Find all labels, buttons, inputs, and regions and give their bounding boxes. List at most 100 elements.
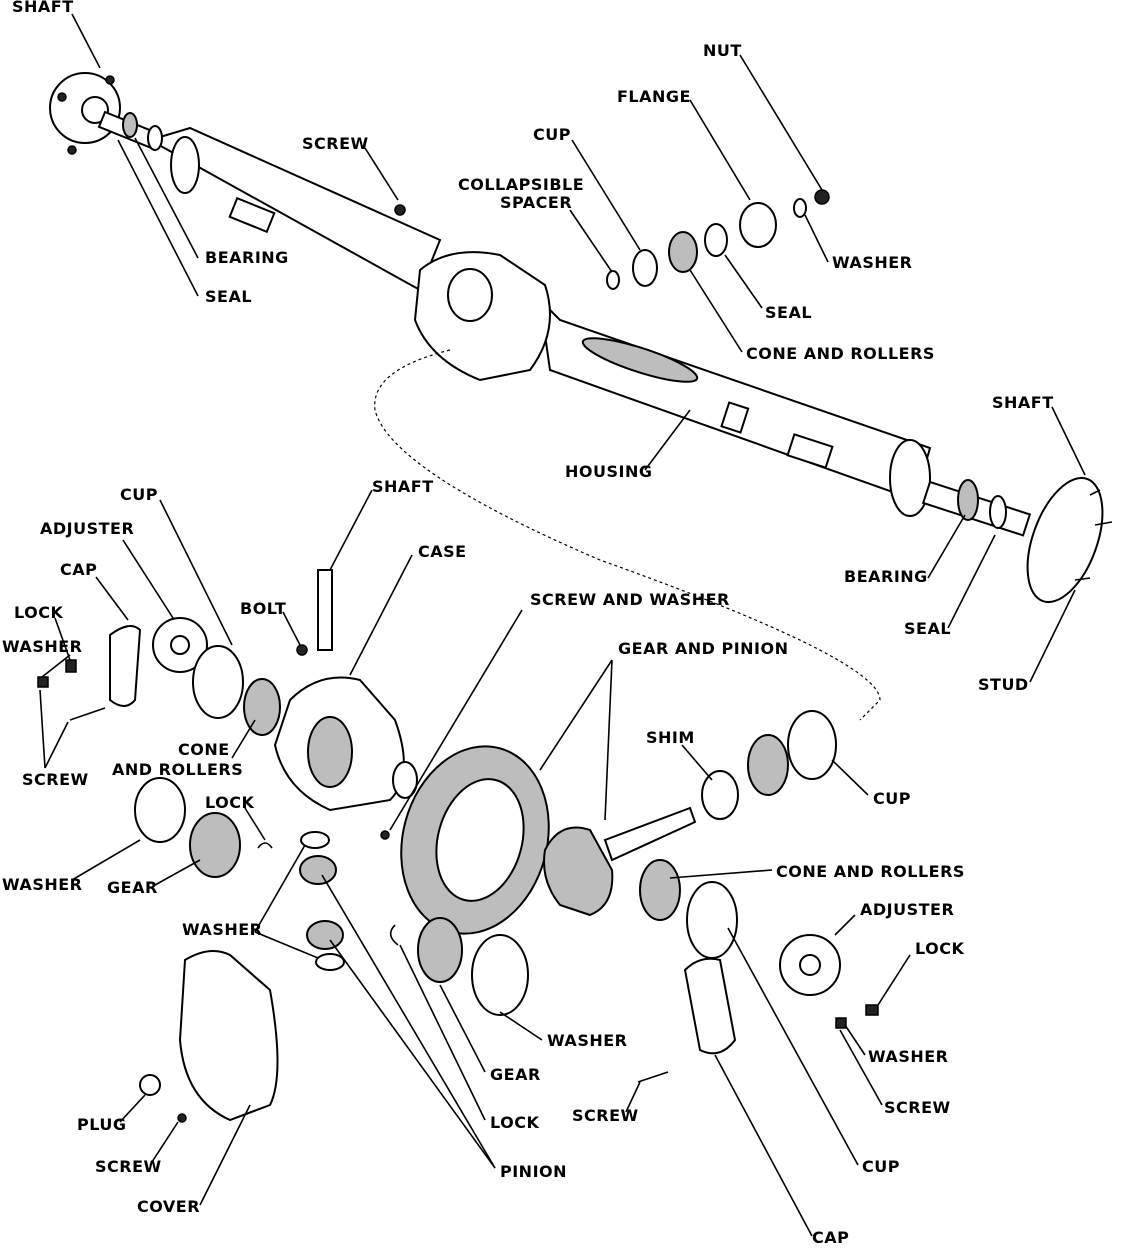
label-shim: SHIM <box>646 728 695 747</box>
right-screw <box>637 1071 669 1083</box>
label-housing: HOUSING <box>565 462 652 481</box>
leader-cup-top <box>571 139 641 251</box>
label-pinion: PINION <box>500 1162 567 1181</box>
left-shaft-hub <box>81 96 109 124</box>
label-cover: COVER <box>137 1197 200 1216</box>
collapsible-spacer <box>606 270 620 290</box>
label-bolt: BOLT <box>240 599 286 618</box>
label-screw-lower-mid: SCREW <box>572 1106 639 1125</box>
case-hub <box>392 761 418 799</box>
label-washer-top: WASHER <box>832 253 912 272</box>
label-shaft-mid: SHAFT <box>372 477 434 496</box>
label-nut: NUT <box>703 41 742 60</box>
bracket-right <box>720 401 750 434</box>
leader-bearing-left <box>134 137 199 259</box>
leader-lock-lower <box>399 944 486 1121</box>
leader-lock-mid <box>244 807 266 841</box>
leader-washer-lower <box>499 1011 543 1041</box>
part-labels: SHAFT NUT FLANGE CUP SCREW COLLAPSIBLE S… <box>2 0 1053 1247</box>
leader-screw-lower-mid <box>625 1081 641 1113</box>
leader-shim <box>681 744 713 781</box>
leader-case <box>349 554 413 676</box>
right-stud-a <box>1089 489 1101 496</box>
pinion-cup <box>632 249 658 287</box>
right-bearing <box>957 479 979 521</box>
assembly-outline <box>374 349 881 721</box>
label-gear-lower: GEAR <box>490 1065 541 1084</box>
pinion-cone-rollers <box>668 231 698 273</box>
right-cone-rollers <box>639 859 681 921</box>
leader-screw-left-b <box>44 721 69 769</box>
leader-cup-right <box>831 759 869 796</box>
label-lock-lower: LOCK <box>490 1113 539 1132</box>
leader-screw-right <box>839 1029 883 1106</box>
left-screw <box>69 707 106 721</box>
leader-cone-rollers-left <box>231 719 256 759</box>
leader-cap-left <box>95 576 129 621</box>
label-stud: STUD <box>978 675 1029 694</box>
leader-plug <box>119 1094 146 1123</box>
pinion-seal <box>704 223 728 257</box>
right-seal <box>989 495 1007 529</box>
differential-cover <box>178 950 279 1122</box>
label-lock-right: LOCK <box>915 939 964 958</box>
differential-pinion-lower <box>306 920 344 950</box>
leader-washer-far-left <box>71 839 141 881</box>
leader-cap-lower <box>714 1054 813 1237</box>
shaft-bolt <box>296 644 308 656</box>
label-cup-right: CUP <box>873 789 911 808</box>
label-adjuster-right: ADJUSTER <box>860 900 954 919</box>
label-flange: FLANGE <box>617 87 691 106</box>
housing-screw <box>394 204 406 216</box>
label-case: CASE <box>418 542 467 561</box>
leader-gear-lower <box>439 984 486 1073</box>
left-cone-rollers <box>243 678 281 736</box>
case-window <box>307 716 353 788</box>
label-lock-mid: LOCK <box>205 793 254 812</box>
leader-flange <box>689 99 751 201</box>
shim <box>701 770 739 820</box>
right-axle-shaft <box>921 476 1113 604</box>
leader-screw-and-washer <box>389 609 523 831</box>
left-washer <box>37 676 49 688</box>
left-lock-ring <box>257 842 273 849</box>
label-cup-lower: CUP <box>862 1157 900 1176</box>
left-flange-stud-a <box>57 92 67 102</box>
right-side-gear <box>417 917 463 983</box>
right-adjuster-hole <box>799 954 821 976</box>
leader-bearing-right <box>927 514 966 579</box>
label-washer-lower: WASHER <box>547 1031 627 1050</box>
leader-shaft-mid <box>329 489 373 571</box>
leader-adjuster-right <box>834 914 856 936</box>
leader-cup-left <box>159 499 233 646</box>
label-seal-top: SEAL <box>765 303 812 322</box>
leader-bolt <box>282 611 301 646</box>
right-stud-c <box>1074 577 1091 581</box>
left-lock <box>65 659 77 673</box>
label-screw-right: SCREW <box>884 1098 951 1117</box>
label-screw-top: SCREW <box>302 134 369 153</box>
right-side-washer <box>471 934 529 1016</box>
right-lock <box>865 1004 879 1016</box>
drive-pinion-gear <box>543 826 614 917</box>
left-flange-stud-b <box>67 145 77 155</box>
carrier-opening <box>447 268 493 322</box>
left-side-washer <box>134 777 186 843</box>
leader-seal-right <box>947 534 996 629</box>
left-seal <box>147 125 163 151</box>
leader-washer-top <box>804 214 829 263</box>
pinion-washer-upper <box>300 831 330 849</box>
spring-seat-right <box>786 433 834 469</box>
label-bearing-right: BEARING <box>844 567 928 586</box>
label-cap-lower: CAP <box>812 1228 849 1246</box>
pinion-flange <box>739 202 777 248</box>
label-seal-left: SEAL <box>205 287 252 306</box>
label-seal-right: SEAL <box>904 619 951 638</box>
label-cup-left: CUP <box>120 485 158 504</box>
leader-washer-mid-b <box>254 931 319 959</box>
differential-pinion-upper <box>299 855 337 885</box>
right-washer <box>835 1017 847 1029</box>
label-gear-left: GEAR <box>107 878 158 897</box>
label-cap-left: CAP <box>60 560 97 579</box>
